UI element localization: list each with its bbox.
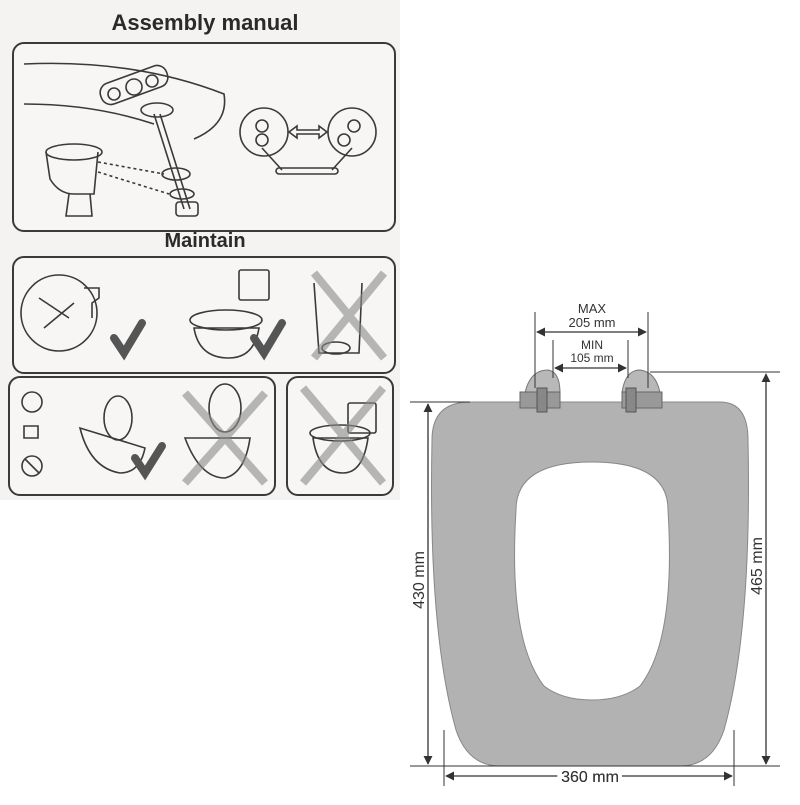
min-value: 105 mm: [570, 351, 613, 365]
width-label-fill: 360 mm: [561, 769, 619, 786]
forbidden-cross: [310, 270, 388, 361]
min-label: MIN: [581, 338, 603, 352]
hinge-left: [519, 369, 561, 413]
maintain-panel-bottom-right: [286, 376, 394, 496]
assembly-illustration: [23, 62, 377, 217]
forbidden-cross: [299, 385, 387, 486]
assembly-panel: [12, 42, 396, 232]
maintain-illustration-top: [20, 269, 388, 361]
manual-section: Assembly manual: [0, 0, 400, 500]
extension-lines: [410, 312, 780, 786]
max-value: 205 mm: [569, 315, 616, 330]
allowed-checkmarks: [110, 319, 286, 361]
forbidden-cross: [182, 390, 268, 486]
allowed-checkmark: [131, 442, 166, 481]
maintain-panel-bottom-left: [8, 376, 276, 496]
max-label: MAX: [578, 301, 607, 316]
maintain-illustration-bottom-left: [21, 383, 268, 486]
hinge-right: [621, 369, 663, 413]
height-inner-label: 430 mm: [411, 551, 428, 609]
seat-dimension-svg: MAX 205 mm MIN 105 mm 360 mm 360 mm 430 …: [410, 301, 780, 790]
maintain-panel-top: [12, 256, 396, 374]
toilet-seat-outline: [431, 401, 749, 767]
maintain-title: Maintain: [164, 230, 246, 252]
dimension-drawing: MAX 205 mm MIN 105 mm 360 mm 360 mm 430 …: [400, 280, 800, 800]
width-label: 360 mm: [561, 769, 619, 786]
maintain-illustration-bottom-right: [299, 385, 387, 486]
height-outer-label: 465 mm: [749, 537, 766, 595]
assembly-manual-title: Assembly manual: [111, 10, 299, 35]
